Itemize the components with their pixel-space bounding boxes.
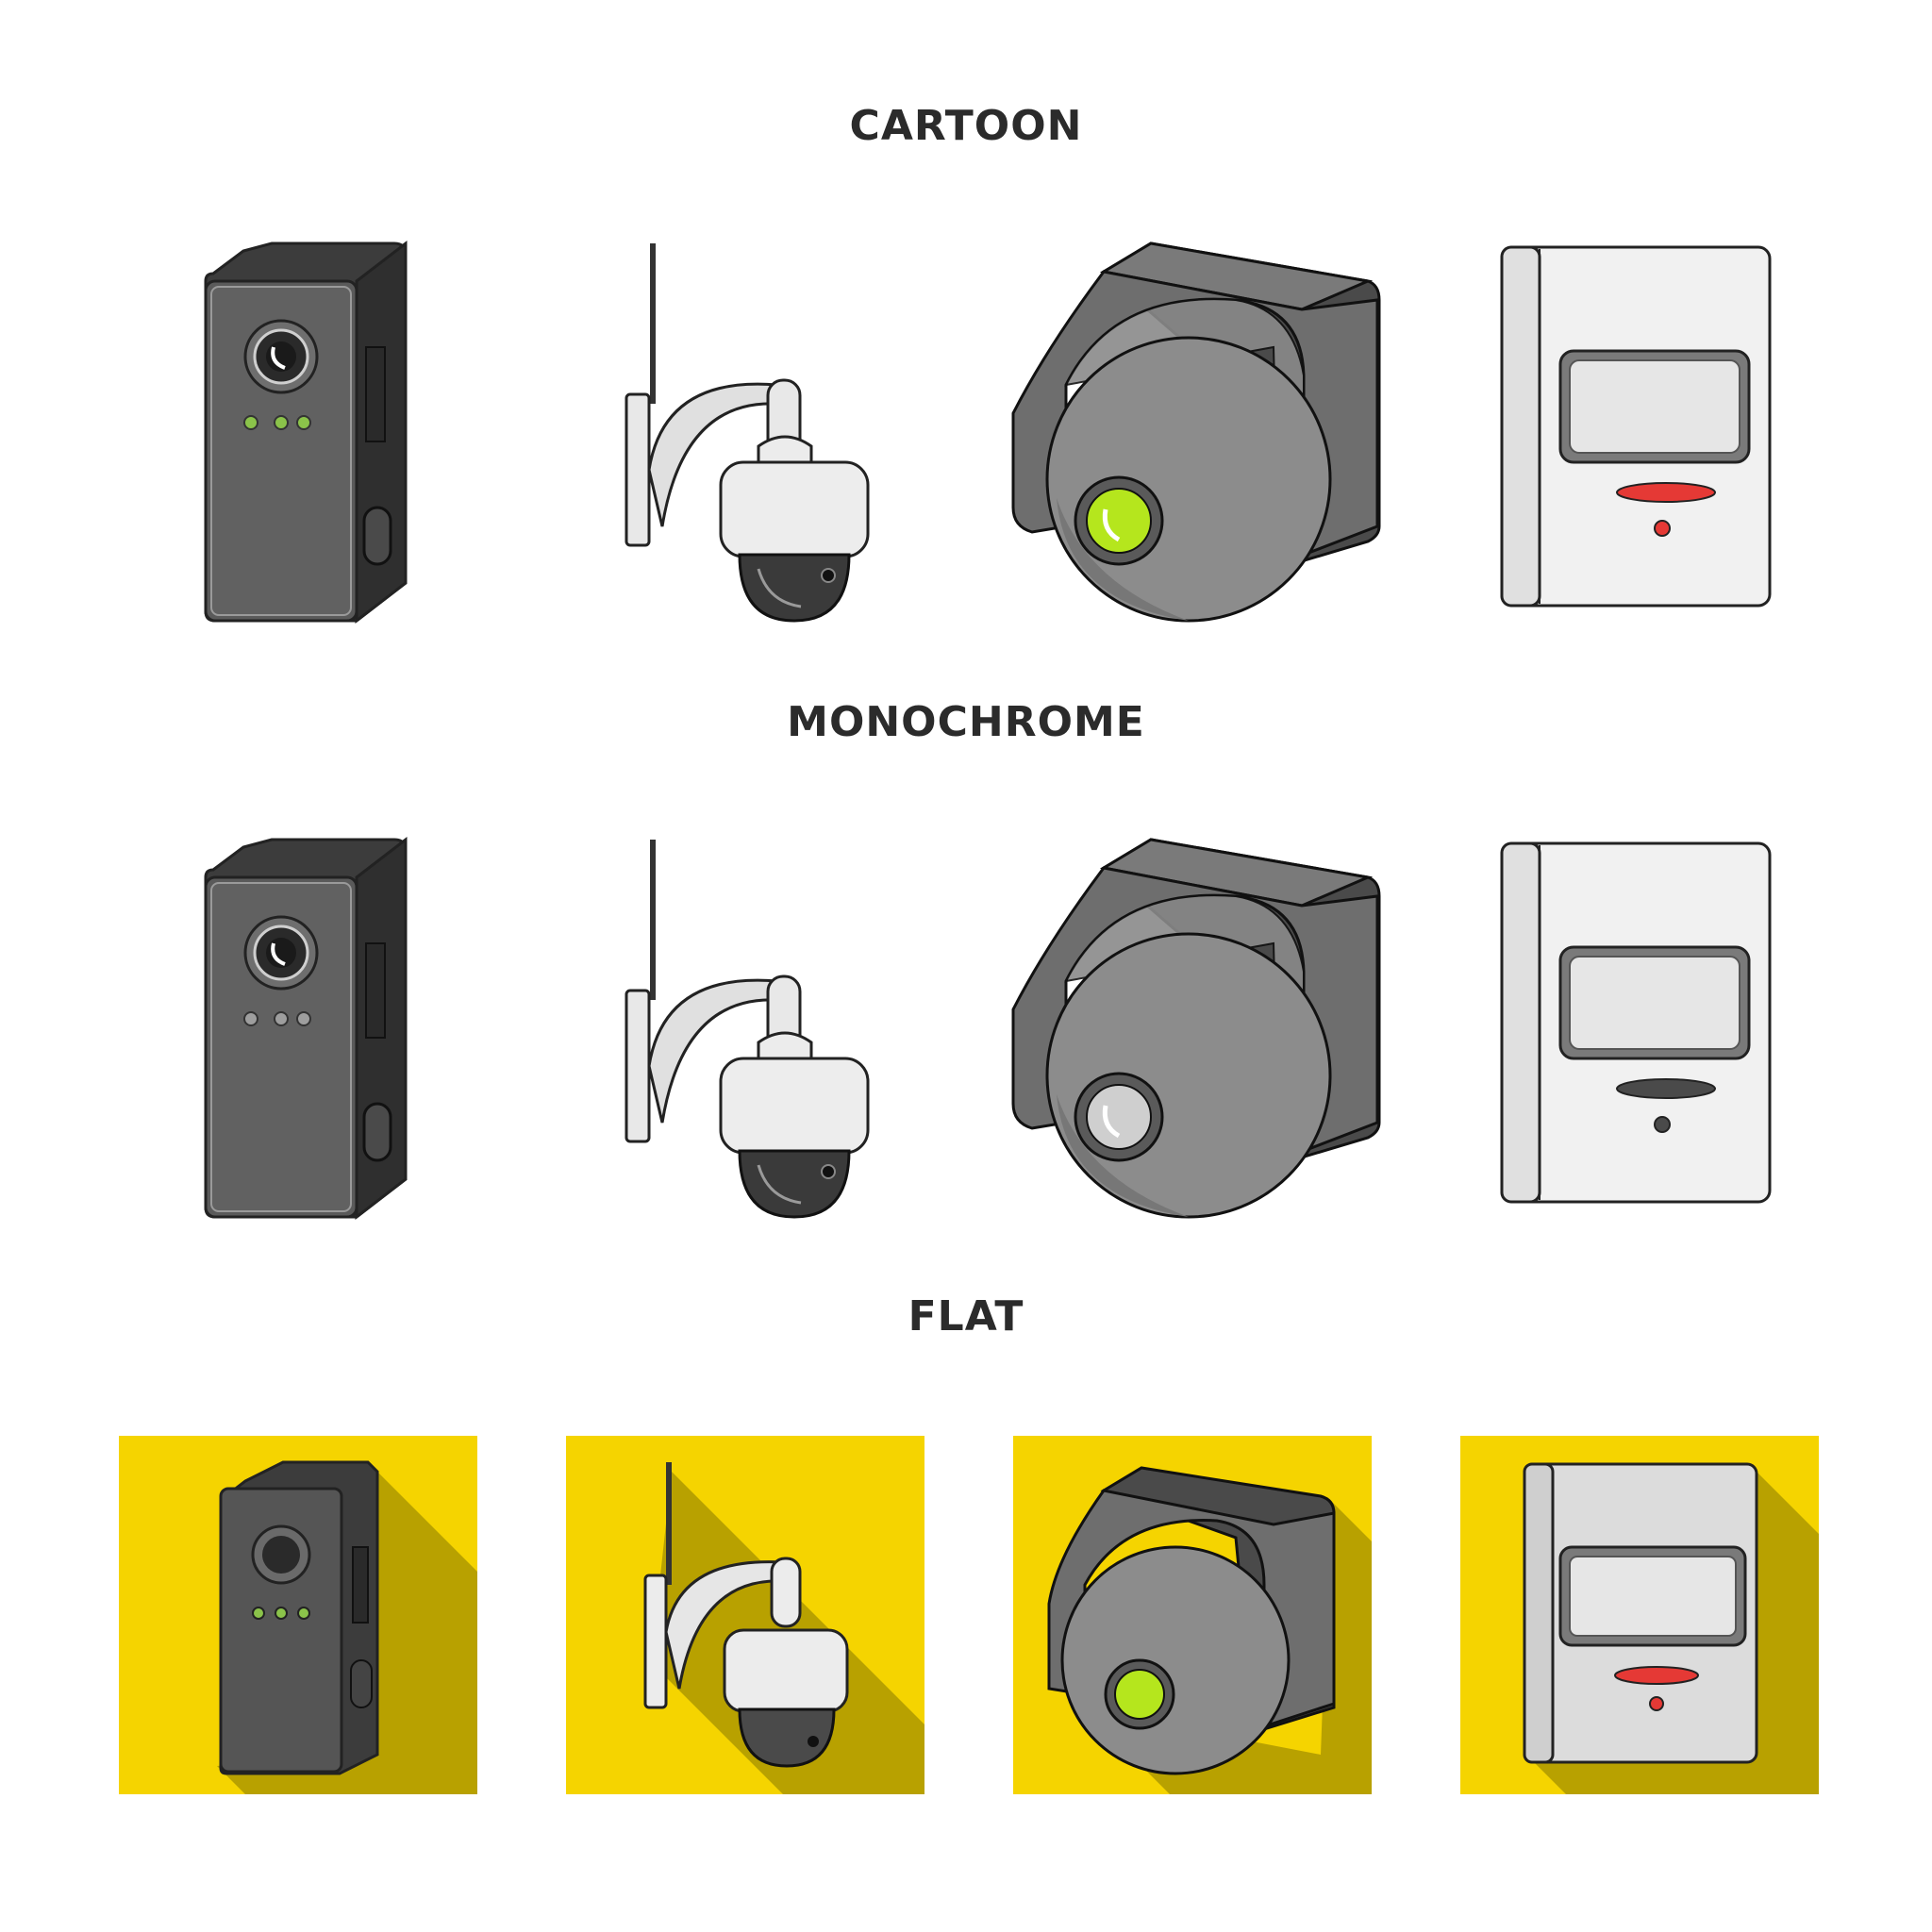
section-title-monochrome: MONOCHROME [787, 698, 1145, 746]
cartoon-intercom-camera-icon [204, 242, 408, 623]
monochrome-ptz-camera-icon [1011, 838, 1381, 1219]
flat-ptz-camera-tile [1013, 1436, 1372, 1794]
section-title-cartoon: CARTOON [849, 102, 1083, 150]
section-title-flat: FLAT [908, 1292, 1024, 1341]
monochrome-intercom-camera-icon [204, 838, 408, 1219]
cartoon-dome-cctv-camera-icon [625, 242, 870, 623]
flat-intercom-camera-tile [119, 1436, 477, 1794]
flat-dome-cctv-camera-tile [566, 1436, 924, 1794]
flat-motion-sensor-tile [1460, 1436, 1819, 1794]
cartoon-ptz-camera-icon [1011, 242, 1381, 623]
monochrome-dome-cctv-camera-icon [625, 838, 870, 1219]
monochrome-motion-sensor-icon [1500, 841, 1772, 1204]
cartoon-motion-sensor-icon [1500, 245, 1772, 608]
